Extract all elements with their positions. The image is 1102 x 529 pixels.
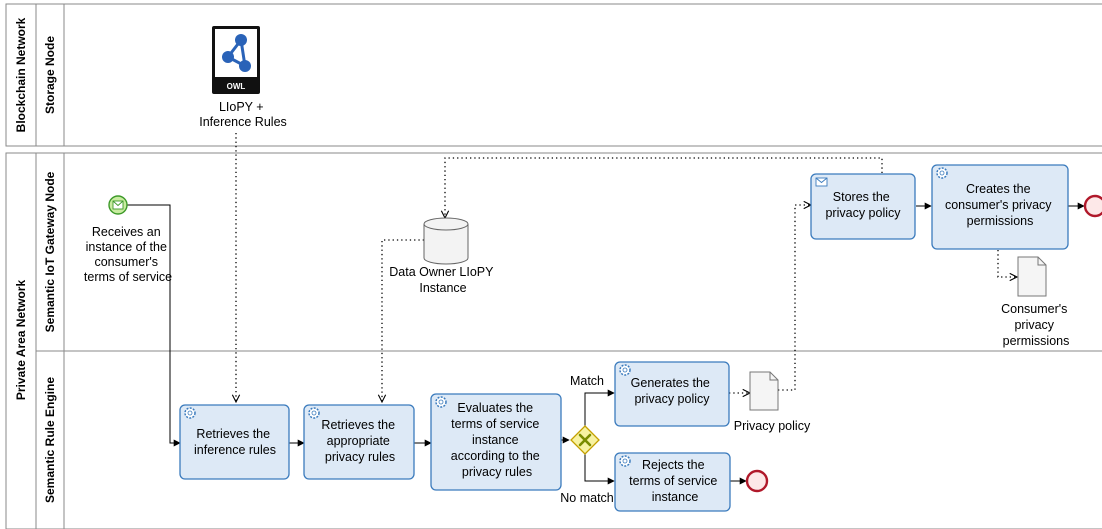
pool-label-blockchain: Blockchain Network (14, 17, 28, 132)
pool-private-area: Private Area Network Semantic IoT Gatewa… (5, 152, 1102, 529)
end-event-permissions[interactable] (1083, 194, 1102, 218)
start-event-label: Receives an instance of the consumer's t… (84, 225, 172, 284)
svg-text:Rejects the terms of ser: Rejects the terms of service instance (629, 458, 721, 504)
gear-icon (308, 407, 320, 419)
task-retrieves-privacy-rules[interactable]: Retrieves the appropriate privacy rules (303, 404, 415, 480)
artifact-label-llopy-rules: LIoPY + Inference Rules (199, 100, 287, 129)
artifact-label-consumer-permissions: Consumer's privacy permissions (1001, 302, 1071, 348)
gear-icon (184, 407, 196, 419)
svg-text:Retrieves the appropriat: Retrieves the appropriate privacy rules (321, 418, 398, 464)
svg-text:Generates the privacy po: Generates the privacy policy (631, 376, 714, 406)
svg-text:Evaluates the terms of s: Evaluates the terms of service instance … (451, 401, 543, 479)
pool-label-private-area: Private Area Network (14, 280, 28, 401)
database-icon[interactable] (423, 217, 469, 265)
svg-text:Stores the privacy polic: Stores the privacy policy (825, 190, 901, 220)
lane-label-storage-node: Storage Node (43, 36, 57, 114)
lane-label-rule-engine: Semantic Rule Engine (43, 377, 57, 503)
associations (236, 133, 1017, 402)
task-evaluates-terms[interactable]: Evaluates the terms of service instance … (430, 393, 562, 491)
gear-icon (435, 396, 447, 408)
gear-icon (619, 455, 631, 467)
gateway-label-match: Match (570, 374, 604, 388)
task-creates-permissions[interactable]: Creates the consumer's privacy permissio… (931, 164, 1069, 250)
artifact-label-data-owner: Data Owner LIoPY Instance (389, 265, 496, 295)
gear-icon (619, 364, 631, 376)
task-rejects-terms[interactable]: Rejects the terms of service instance (614, 452, 731, 512)
task-stores-privacy-policy[interactable]: Stores the privacy policy (810, 173, 916, 240)
envelope-icon (815, 177, 828, 187)
exclusive-gateway[interactable] (570, 425, 600, 455)
document-icon-consumer-permissions[interactable] (1017, 256, 1047, 297)
svg-text:OWL: OWL (227, 82, 246, 91)
owl-data-object-icon[interactable]: OWL (212, 26, 260, 94)
start-event-message[interactable] (108, 195, 128, 215)
lane-label-gateway-node: Semantic IoT Gateway Node (43, 171, 57, 332)
document-icon-privacy-policy[interactable] (749, 371, 779, 411)
sequence-flows (127, 202, 1085, 485)
pool-blockchain: Blockchain Network Storage Node (5, 3, 1102, 147)
task-retrieves-inference-rules[interactable]: Retrieves the inference rules (179, 404, 290, 480)
x-mark-icon (578, 433, 592, 447)
gear-icon (936, 167, 948, 179)
envelope-icon (112, 200, 124, 210)
end-event-reject[interactable] (745, 469, 769, 493)
artifact-label-privacy-policy: Privacy policy (734, 419, 811, 433)
gateway-label-no-match: No match (560, 491, 614, 505)
svg-text:Retrieves the inference: Retrieves the inference rules (194, 427, 276, 457)
svg-text:Creates the consumer's p: Creates the consumer's privacy permissio… (945, 182, 1055, 228)
task-generates-privacy-policy[interactable]: Generates the privacy policy (614, 361, 730, 427)
